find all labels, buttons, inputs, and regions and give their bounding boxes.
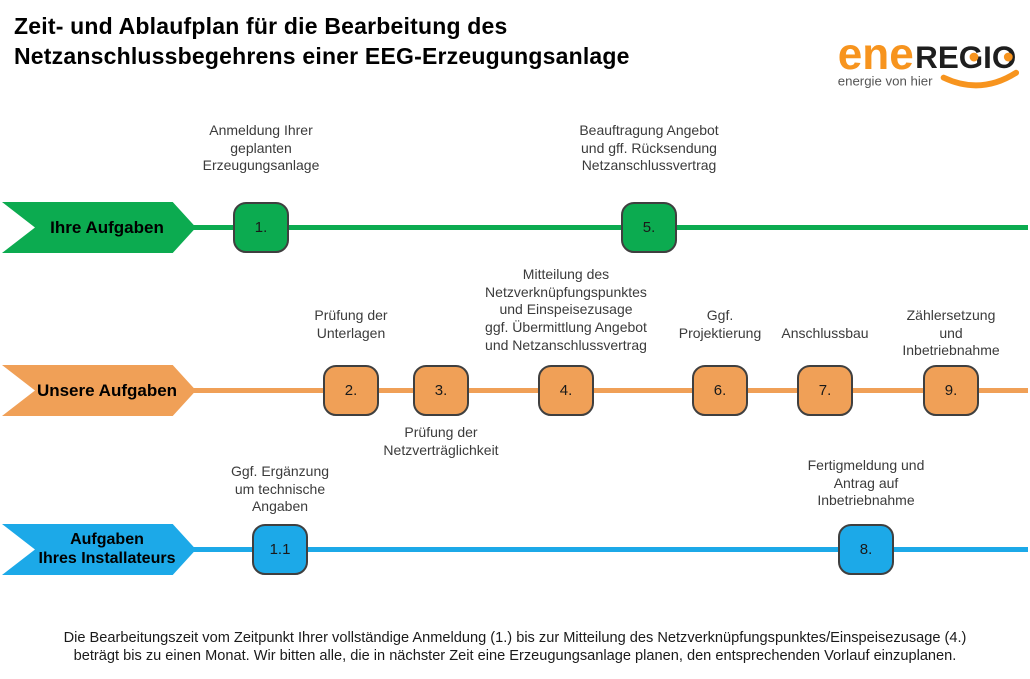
- step-label-2: Prüfung der Unterlagen: [314, 307, 388, 341]
- step-box-4: 4.: [538, 365, 594, 416]
- step-number: 1.: [254, 219, 268, 236]
- logo-tagline: energie von hier: [838, 73, 933, 88]
- step-number: 2.: [344, 382, 358, 399]
- step-label-4: Mitteilung des Netzverknüpfungspunktes u…: [485, 266, 647, 353]
- lane-label-installateur: Aufgaben Ihres Installateurs: [2, 524, 196, 575]
- step-number: 4.: [559, 382, 573, 399]
- step-number: 1.1: [269, 541, 291, 558]
- step-number: 5.: [642, 219, 656, 236]
- footnote-text: Die Bearbeitungszeit vom Zeitpunkt Ihrer…: [63, 630, 967, 664]
- step-label-9: Zählersetzung und Inbetriebnahme: [902, 307, 1000, 359]
- lane-label-text: Ihre Aufgaben: [50, 217, 164, 237]
- lane-label-text: Unsere Aufgaben: [36, 380, 178, 400]
- logo-text-ene: ene: [838, 30, 914, 79]
- eneregio-logo-graphic: ene REGIO energie von hier: [838, 30, 1020, 89]
- lane-line-unsere-aufgaben: [193, 388, 1028, 393]
- step-box-1: 1.: [233, 202, 289, 253]
- logo-text-regio: REGIO: [915, 40, 1016, 75]
- step-label-8: Fertigmeldung und Antrag auf Inbetriebna…: [807, 457, 925, 509]
- step-label-6: Ggf. Projektierung: [678, 307, 762, 341]
- step-box-7: 7.: [797, 365, 853, 416]
- step-box-2: 2.: [323, 365, 379, 416]
- step-number: 8.: [859, 541, 873, 558]
- step-box-1-1: 1.1: [252, 524, 308, 575]
- step-label-1: Anmeldung Ihrer geplanten Erzeugungsanla…: [202, 122, 320, 174]
- step-box-3: 3.: [413, 365, 469, 416]
- step-label-3: Prüfung der Netzverträglichkeit: [383, 424, 499, 458]
- lane-label-text: Aufgaben Ihres Installateurs: [38, 531, 176, 567]
- step-box-6: 6.: [692, 365, 748, 416]
- step-number: 9.: [944, 382, 958, 399]
- lane-line-installateur: [193, 547, 1028, 552]
- logo-g-dot: [969, 52, 979, 62]
- lane-line-ihre-aufgaben: [193, 225, 1028, 230]
- lane-label-unsere-aufgaben: Unsere Aufgaben: [2, 365, 196, 416]
- step-label-7: Anschlussbau: [781, 325, 869, 341]
- step-number: 7.: [818, 382, 832, 399]
- step-label-1-1: Ggf. Ergänzung um technische Angaben: [230, 463, 330, 515]
- step-box-5: 5.: [621, 202, 677, 253]
- page-title: Zeit- und Ablaufplan für die Bearbeitung…: [14, 13, 630, 69]
- step-box-9: 9.: [923, 365, 979, 416]
- company-logo: ene REGIO energie von hier: [826, 20, 1022, 98]
- step-number: 3.: [434, 382, 448, 399]
- step-label-5: Beauftragung Angebot und gff. Rücksendun…: [579, 122, 719, 174]
- lane-label-ihre-aufgaben: Ihre Aufgaben: [2, 202, 196, 253]
- logo-o-dot: [1003, 52, 1013, 62]
- step-box-8: 8.: [838, 524, 894, 575]
- logo-smile-arc: [940, 69, 1020, 89]
- step-number: 6.: [713, 382, 727, 399]
